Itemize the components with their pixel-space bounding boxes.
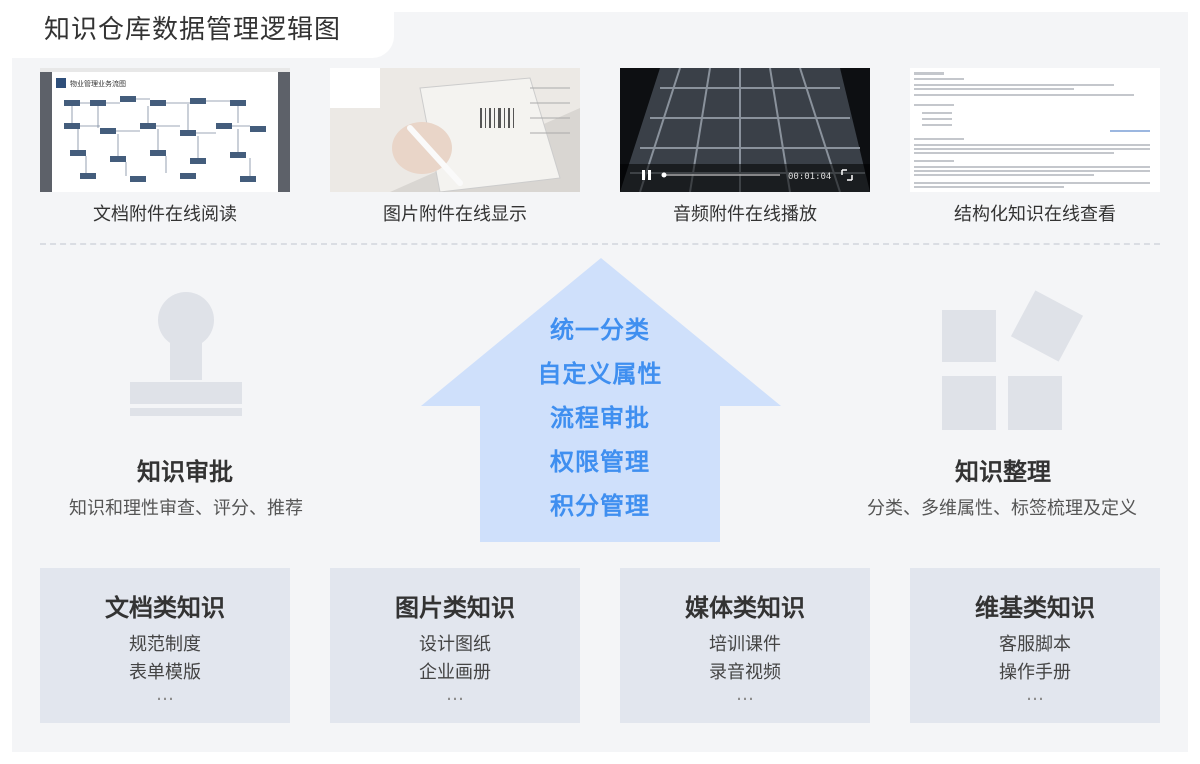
category-card-image[interactable]: 图片类知识 设计图纸 企业画册 …: [330, 568, 580, 723]
category-item: 企业画册: [419, 662, 491, 683]
category-card-document[interactable]: 文档类知识 规范制度 表单模版 …: [40, 568, 290, 723]
category-item: 培训课件: [709, 634, 781, 655]
video-player-thumbnail[interactable]: 00:01:04: [620, 68, 870, 192]
category-item: 操作手册: [999, 662, 1071, 683]
flowchart-thumbnail[interactable]: 物业管理业务流图: [40, 68, 290, 192]
approval-desc: 知识和理性审查、评分、推荐: [69, 498, 303, 519]
category-title: 维基类知识: [975, 594, 1095, 622]
category-ellipsis: …: [446, 684, 464, 705]
category-item: 规范制度: [129, 634, 201, 655]
category-item: 客服脚本: [999, 634, 1071, 655]
divider-line: [40, 243, 1160, 245]
page-title: 知识仓库数据管理逻辑图: [44, 15, 342, 45]
document-thumbnail[interactable]: [910, 68, 1160, 192]
category-card-wiki[interactable]: 维基类知识 客服脚本 操作手册 …: [910, 568, 1160, 723]
category-ellipsis: …: [736, 684, 754, 705]
arrow-item-classification: 统一分类: [550, 316, 650, 344]
approval-title: 知识审批: [137, 458, 233, 486]
category-item: 录音视频: [709, 662, 781, 683]
blocks-icon: [940, 290, 1090, 432]
thumb-label-image: 图片附件在线显示: [383, 204, 527, 225]
arrow-item-points: 积分管理: [550, 492, 650, 520]
category-item: 设计图纸: [419, 634, 491, 655]
video-time: 00:01:04: [788, 172, 831, 182]
organize-desc: 分类、多维属性、标签梳理及定义: [867, 498, 1137, 519]
category-title: 媒体类知识: [685, 594, 805, 622]
photo-thumbnail[interactable]: [330, 68, 580, 192]
arrow-item-custom-attributes: 自定义属性: [537, 360, 663, 388]
thumb-label-audio: 音频附件在线播放: [673, 204, 817, 225]
category-item: 表单模版: [129, 662, 201, 683]
thumb-label-document: 文档附件在线阅读: [93, 204, 237, 225]
thumb-label-structured: 结构化知识在线查看: [954, 204, 1116, 225]
category-title: 文档类知识: [105, 594, 225, 622]
category-ellipsis: …: [1026, 684, 1044, 705]
flowchart-thumbnail-title: 物业管理业务流图: [70, 79, 126, 88]
category-card-media[interactable]: 媒体类知识 培训课件 录音视频 …: [620, 568, 870, 723]
organize-title: 知识整理: [955, 458, 1051, 486]
arrow-item-approval-flow: 流程审批: [550, 404, 650, 432]
center-arrow: [420, 258, 782, 544]
category-title: 图片类知识: [395, 594, 515, 622]
arrow-item-permissions: 权限管理: [550, 448, 650, 476]
stamp-icon: [128, 292, 244, 422]
title-tab: [12, 0, 394, 58]
category-ellipsis: …: [156, 684, 174, 705]
